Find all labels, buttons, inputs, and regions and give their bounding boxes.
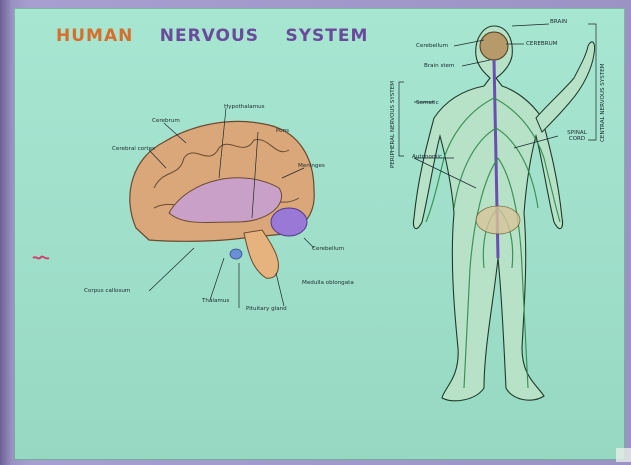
label-spinal-cord: SPINAL CORD [560, 130, 594, 142]
label-cerebellum-body: Cerebellum [416, 43, 448, 49]
poster-chart-paper: HUMAN NERVOUS SYSTEM [14, 8, 625, 460]
label-somatic: Somatic [416, 100, 439, 106]
label-peripheral-nervous-system: PERIPHERAL NERVOUS SYSTEM [390, 82, 396, 168]
label-central-nervous-system: CENTRAL NERVOUS SYSTEM [600, 24, 606, 142]
body-brain-shape [480, 32, 508, 60]
body-drawing [14, 8, 625, 460]
pink-ink-mark [32, 254, 50, 262]
tape-sticker [616, 448, 631, 462]
label-cerebrum-body: CEREBRUM [526, 41, 558, 47]
label-brain-body: BRAIN [550, 19, 567, 25]
body-arm-raised [536, 42, 595, 132]
body-pelvis-shape [476, 206, 520, 234]
label-autonomic: Autonomic [412, 154, 442, 160]
label-brain-stem: Brain stem [424, 63, 454, 69]
